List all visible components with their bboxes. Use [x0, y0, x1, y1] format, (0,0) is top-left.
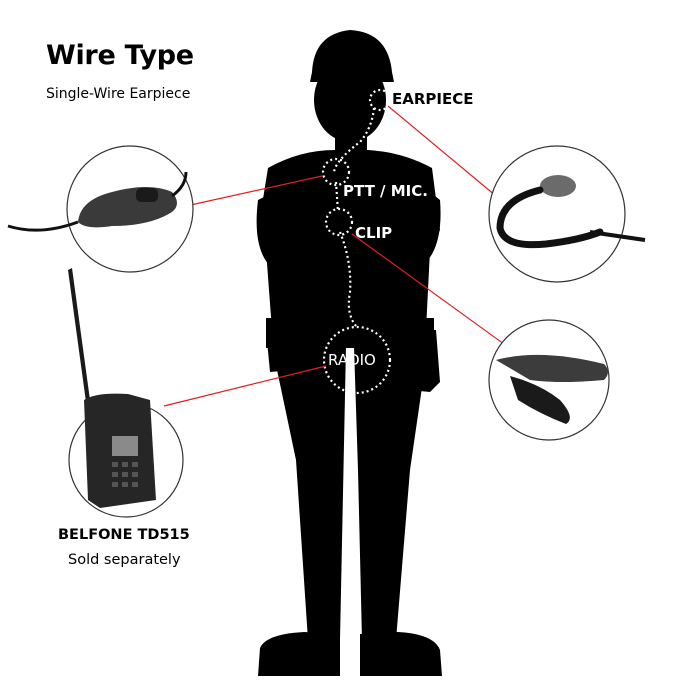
clip-label: CLIP — [355, 224, 393, 242]
ptt-detail-circle — [7, 145, 194, 273]
radio-model-caption: BELFONE TD515 — [58, 527, 190, 543]
radio-icon — [68, 268, 156, 508]
page-title: Wire Type — [46, 40, 194, 71]
earpiece-wire-path — [321, 88, 392, 395]
person-silhouette — [256, 30, 442, 676]
radio-detail-circle — [68, 268, 184, 518]
ptt-mic-icon — [7, 171, 188, 232]
earpiece-label: EARPIECE — [392, 90, 474, 108]
earpiece-detail-circle — [488, 145, 646, 283]
earpiece-icon — [496, 175, 646, 249]
ptt-label: PTT / MIC. — [343, 182, 428, 200]
radio-label: RADIO — [328, 351, 376, 369]
clip-detail-circle — [488, 319, 610, 441]
page-subtitle: Single-Wire Earpiece — [46, 86, 191, 102]
clip-icon — [496, 354, 608, 424]
radio-note-caption: Sold separately — [68, 552, 181, 568]
